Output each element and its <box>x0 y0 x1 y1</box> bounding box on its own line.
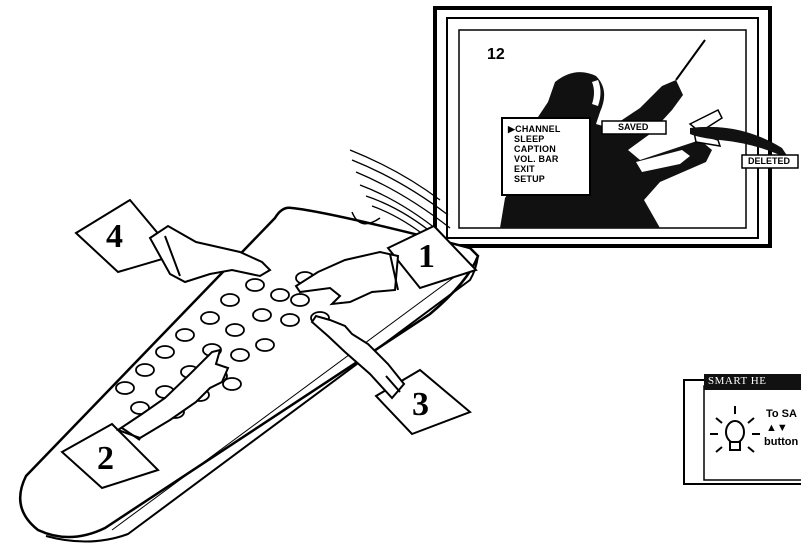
tv-channel-number: 12 <box>487 46 505 64</box>
step-number-2: 2 <box>97 440 114 478</box>
smart-help-line-2: ▲▼ <box>766 422 788 434</box>
menu-item-sleep: SLEEP <box>514 134 545 144</box>
menu-item-channel: ▶CHANNEL <box>508 124 561 134</box>
step-number-4: 4 <box>106 218 123 256</box>
step-number-1: 1 <box>418 238 435 276</box>
menu-item-exit: EXIT <box>514 164 535 174</box>
smart-help-line-3: button <box>764 436 801 448</box>
deleted-label: DELETED <box>748 156 790 166</box>
menu-item-vol-bar: VOL. BAR <box>514 154 559 164</box>
menu-item-setup: SETUP <box>514 174 545 184</box>
step-number-3: 3 <box>412 386 429 424</box>
smart-help-line-1: To SA <box>766 408 801 420</box>
smart-help-title: SMART HE <box>708 375 801 387</box>
menu-item-caption: CAPTION <box>514 144 556 154</box>
saved-label: SAVED <box>618 122 648 132</box>
